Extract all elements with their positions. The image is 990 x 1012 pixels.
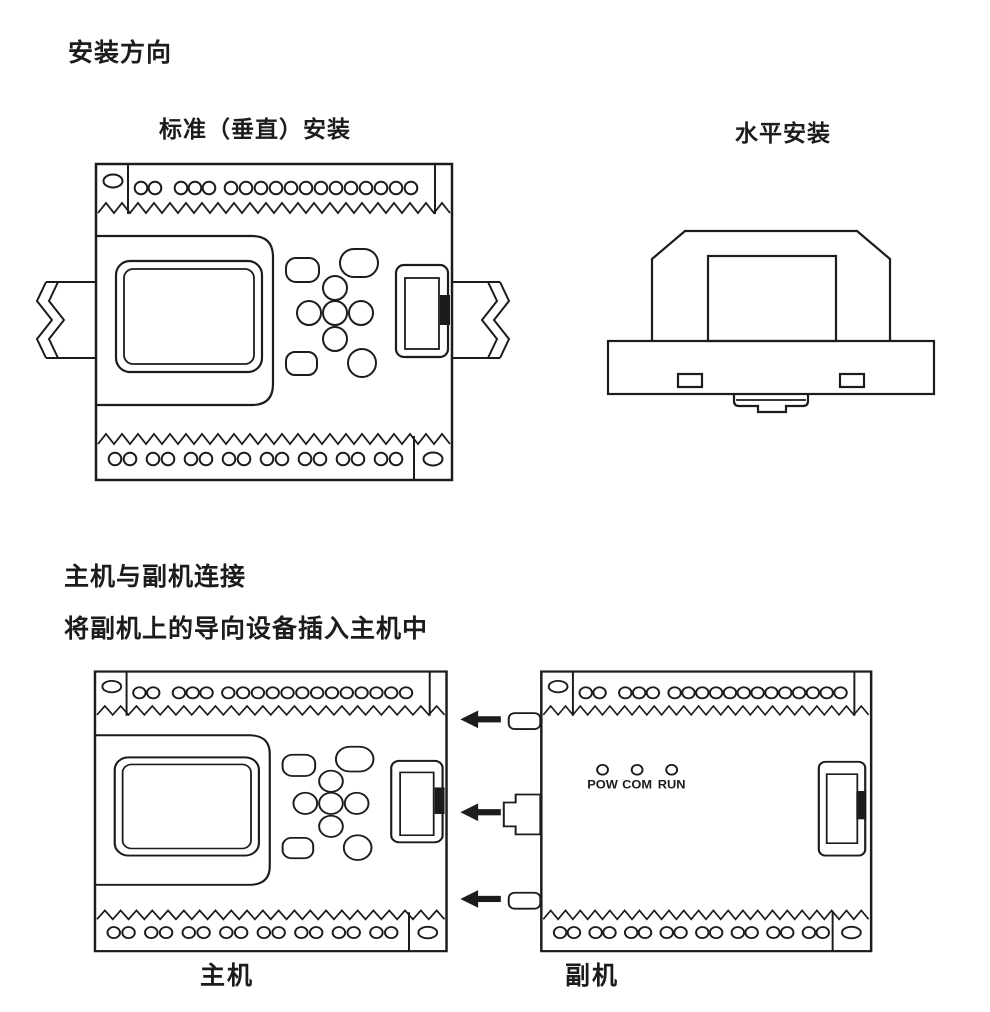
horizontal-install-figure [606, 228, 936, 418]
device-top-housing [650, 229, 892, 341]
vertical-install-diagram [36, 160, 510, 484]
main-unit-device [95, 672, 447, 952]
sub-unit-assembly [502, 672, 871, 952]
insert-arrows [460, 710, 501, 908]
display-side [706, 254, 838, 343]
sub-unit-device [541, 672, 871, 952]
insert-arrow-icon [460, 890, 501, 908]
insert-arrow-icon [460, 803, 501, 822]
connection-diagram [93, 668, 883, 960]
main-unit-label: 主机 [200, 962, 255, 990]
vertical-install-figure [36, 160, 510, 484]
vent-slot-right [838, 372, 866, 389]
connection-title: 主机与副机连接 [64, 562, 247, 591]
horizontal-install-diagram [606, 229, 936, 414]
vertical-mounted-device [96, 164, 452, 480]
horizontal-install-caption: 水平安装 [735, 120, 831, 146]
insert-arrow-icon [460, 710, 501, 729]
guide-plug-middle [502, 793, 542, 836]
din-rail-left [36, 281, 96, 359]
connection-figure [93, 668, 883, 960]
sub-unit-label: 副机 [565, 962, 620, 990]
vent-slot-left [676, 372, 704, 389]
vertical-install-caption: 标准（垂直）安装 [159, 116, 351, 142]
connection-subtitle: 将副机上的导向设备插入主机中 [64, 615, 429, 643]
guide-plug-top [507, 712, 542, 730]
device-side-profile [606, 229, 936, 414]
guide-plug-bottom [507, 891, 542, 910]
rail-clip [732, 394, 810, 414]
guide-plugs [502, 712, 542, 910]
page-title: 安装方向 [68, 38, 173, 67]
din-rail-right [452, 281, 510, 359]
device-base [606, 339, 936, 396]
